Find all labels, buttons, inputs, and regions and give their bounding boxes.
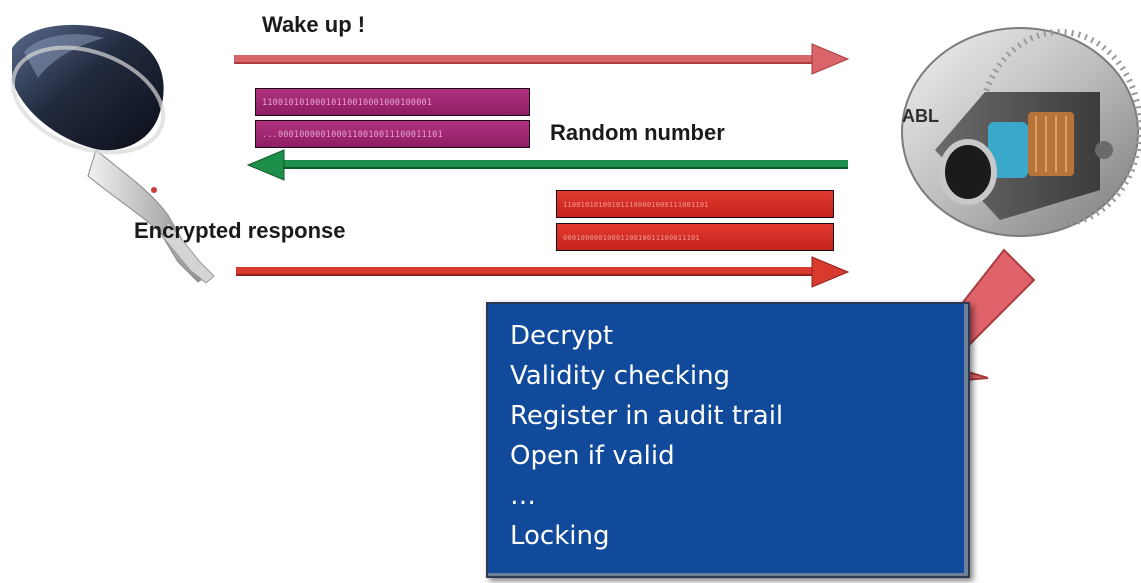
step-register-audit-trail: Register in audit trail — [510, 401, 784, 431]
key-blade — [161, 221, 215, 284]
encrypted-response-arrow — [236, 256, 850, 288]
step-ellipsis: … — [510, 481, 536, 511]
key-grip-rim — [10, 45, 166, 155]
step-validity-checking: Validity checking — [510, 361, 731, 391]
random-number-label: Random number — [550, 120, 725, 145]
lock-core-blue — [988, 122, 1028, 178]
random-bits-row-1: 11001010100010110010001000100001 — [255, 88, 530, 116]
key-image — [10, 24, 215, 284]
random-bits-row-2: ...0001000001000110010011100011101 — [255, 120, 530, 148]
lock-thread-ring — [977, 29, 1141, 227]
wake-up-arrow — [234, 43, 850, 75]
lock-brand: ABL — [902, 106, 939, 126]
random-number-arrow — [246, 149, 848, 181]
step-decrypt: Decrypt — [510, 321, 614, 351]
step-locking: Locking — [510, 521, 610, 551]
response-bits-row-2: 0001000001000110010011100011101 — [556, 223, 834, 251]
step-open-if-valid: Open if valid — [510, 441, 675, 471]
lock-keyhole — [939, 139, 997, 205]
key-led — [151, 187, 157, 193]
lock-image: ABL — [901, 27, 1141, 237]
wake-up-label: Wake up ! — [262, 12, 366, 37]
lock-pins — [1028, 112, 1074, 176]
key-head-highlight — [24, 34, 104, 78]
process-steps-box: Decrypt Validity checking Register in au… — [486, 302, 970, 578]
lock-bolt-hole — [1095, 141, 1113, 159]
encrypted-response-label: Encrypted response — [134, 218, 346, 243]
response-bits-row-1: 110010101001011100001000111001101 — [556, 190, 834, 218]
